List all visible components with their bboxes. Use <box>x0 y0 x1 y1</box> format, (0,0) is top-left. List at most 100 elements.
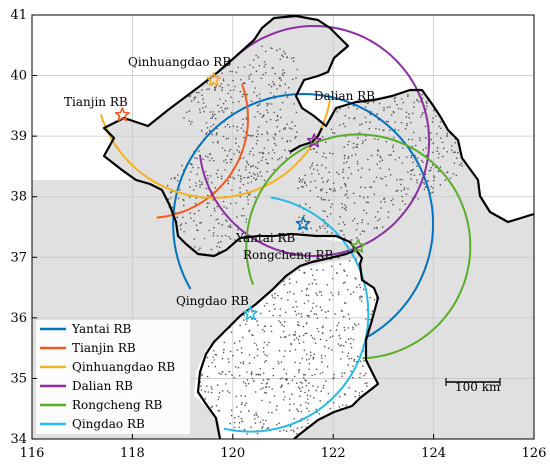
observation-dot <box>349 342 352 345</box>
observation-dot <box>282 330 285 333</box>
observation-dot <box>406 124 408 127</box>
observation-dot <box>206 174 209 177</box>
observation-dot <box>217 104 219 107</box>
observation-dot <box>220 177 223 180</box>
observation-dot <box>313 397 315 399</box>
observation-dot <box>359 298 361 300</box>
observation-dot <box>440 127 442 130</box>
observation-dot <box>297 410 300 412</box>
observation-dot <box>194 246 196 248</box>
observation-dot <box>414 144 417 147</box>
observation-dot <box>405 111 408 114</box>
observation-dot <box>329 213 332 215</box>
observation-dot <box>302 325 305 328</box>
observation-dot <box>344 114 347 117</box>
observation-dot <box>446 135 448 137</box>
observation-dot <box>212 232 215 234</box>
observation-dot <box>274 292 276 295</box>
observation-dot <box>353 358 356 361</box>
observation-dot <box>221 235 223 237</box>
observation-dot <box>346 274 349 277</box>
observation-dot <box>347 106 350 109</box>
observation-dot <box>299 179 302 181</box>
observation-dot <box>300 315 303 318</box>
observation-dot <box>321 332 324 334</box>
observation-dot <box>377 219 379 222</box>
observation-dot <box>315 408 317 411</box>
observation-dot <box>314 279 316 281</box>
observation-dot <box>227 180 229 182</box>
observation-dot <box>348 318 351 320</box>
x-tick-label: 126 <box>522 446 547 461</box>
observation-dot <box>294 310 297 313</box>
observation-dot <box>327 347 330 350</box>
observation-dot <box>260 312 262 315</box>
observation-dot <box>250 373 253 376</box>
observation-dot <box>265 386 267 388</box>
observation-dot <box>370 186 373 188</box>
observation-dot <box>344 281 346 284</box>
observation-dot <box>298 342 301 345</box>
observation-dot <box>394 121 396 123</box>
observation-dot <box>212 199 214 201</box>
observation-dot <box>230 409 233 412</box>
observation-dot <box>378 128 381 131</box>
observation-dot <box>418 101 420 103</box>
observation-dot <box>275 409 278 411</box>
observation-dot <box>236 129 239 132</box>
observation-dot <box>263 179 266 182</box>
observation-dot <box>221 213 224 215</box>
observation-dot <box>201 94 203 97</box>
observation-dot <box>245 221 247 223</box>
observation-dot <box>243 66 246 68</box>
coverage-arc <box>199 24 431 258</box>
observation-dot <box>241 351 243 354</box>
observation-dot <box>214 353 216 356</box>
x-tick-label: 118 <box>120 446 145 461</box>
observation-dot <box>319 188 322 191</box>
observation-dot <box>300 312 303 315</box>
observation-dot <box>199 111 201 114</box>
observation-dot <box>236 149 239 152</box>
observation-dot <box>333 376 335 379</box>
observation-dot <box>194 96 197 99</box>
observation-dot <box>297 338 300 341</box>
observation-dot <box>244 395 247 397</box>
observation-dot <box>369 113 372 116</box>
observation-dot <box>182 216 184 219</box>
observation-dot <box>301 357 304 360</box>
observation-dot <box>284 396 286 398</box>
observation-dot <box>245 117 248 119</box>
observation-dot <box>312 385 314 387</box>
observation-dot <box>283 149 286 151</box>
scale-bar-label: 100 km <box>455 380 501 394</box>
observation-dot <box>353 117 355 120</box>
observation-dot <box>337 291 340 293</box>
observation-dot <box>278 422 281 425</box>
observation-dot <box>246 371 248 373</box>
observation-dot <box>280 297 283 300</box>
observation-dot <box>341 375 344 378</box>
observation-dot <box>279 108 282 111</box>
observation-dot <box>242 130 245 132</box>
observation-dot <box>381 226 384 228</box>
observation-dot <box>320 357 323 359</box>
legend: Yantai RB Tianjin RB Qinhuangdao RB Dali… <box>36 320 190 434</box>
observation-dot <box>235 202 238 204</box>
observation-dot <box>338 257 340 259</box>
observation-dot <box>179 189 181 191</box>
observation-dot <box>263 423 265 425</box>
observation-dot <box>229 176 232 179</box>
observation-dot <box>224 149 226 152</box>
observation-dot <box>315 313 318 316</box>
observation-dot <box>221 86 224 89</box>
observation-dot <box>364 139 367 141</box>
observation-dot <box>258 151 261 154</box>
observation-dot <box>439 184 442 186</box>
observation-dot <box>359 123 361 126</box>
observation-dot <box>212 141 214 144</box>
observation-dot <box>387 211 390 213</box>
observation-dot <box>341 202 343 205</box>
observation-dot <box>331 335 334 338</box>
observation-dot <box>207 177 209 180</box>
